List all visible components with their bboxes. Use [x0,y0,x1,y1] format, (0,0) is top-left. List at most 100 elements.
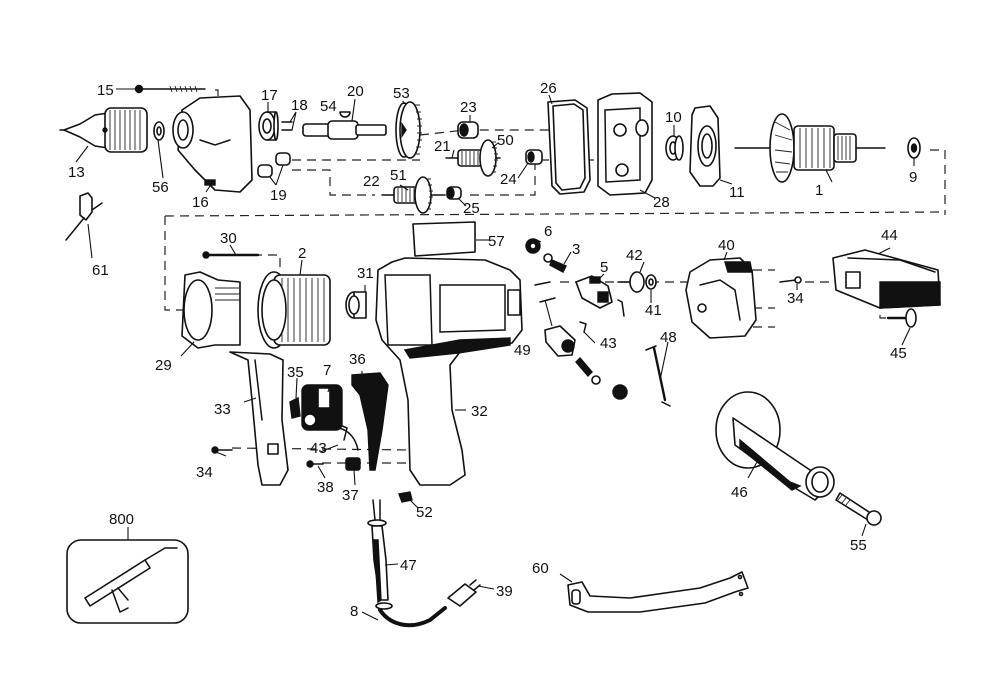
part-47-cord [367,499,432,628]
part-43-brush-spring [579,299,625,333]
callout-30: 30 [220,230,237,247]
part-61-chuck-key [65,192,103,241]
part-34-screw-right [779,276,802,284]
part-28-gear-housing [597,92,653,196]
part-11-baffle-plate [689,105,721,187]
callout-2: 2 [298,245,306,262]
part-54-woodruff-key [339,111,351,118]
callout-19: 19 [270,187,287,204]
part-51-gear [381,176,446,214]
callout-55: 55 [850,537,867,554]
callout-54: 54 [320,98,337,115]
callout-42: 42 [626,247,643,264]
callout-20: 20 [347,83,364,100]
callout-51: 51 [390,167,407,184]
part-5-brush-holder [575,275,613,309]
part-brush-holder-lower [544,325,628,400]
callout-3: 3 [572,241,580,258]
callout-22: 22 [363,173,380,190]
part-33-handle-half [229,351,289,486]
callout-34-left: 34 [196,464,213,481]
callout-800: 800 [109,511,134,528]
part-48-lead-wire [645,345,671,407]
part-35-bracket [289,396,301,419]
part-9-bearing [907,137,921,159]
part-40-end-cap [685,257,757,339]
callout-43-lower: 43 [310,440,327,457]
callout-32: 32 [471,403,488,420]
callout-45: 45 [890,345,907,362]
callout-18: 18 [291,97,308,114]
part-16-gear-case [172,95,253,193]
part-60-strap [567,571,749,613]
callout-52: 52 [416,504,433,521]
part-36-switch-actuator [337,372,389,471]
part-17-bearing [258,111,279,141]
part-13-chuck [59,107,148,153]
part-49-terminals [534,281,556,303]
part-52-strain-relief [398,491,413,503]
callout-41: 41 [645,302,662,319]
callout-26: 26 [540,80,557,97]
callout-40: 40 [718,237,735,254]
part-7-switch [301,384,343,431]
part-15-screw [134,84,206,94]
part-57-nameplate [412,221,476,257]
part-29-fan-baffle [181,271,241,349]
part-3-brush [543,253,567,273]
part-10-bearing [665,135,684,161]
callout-53: 53 [393,85,410,102]
part-26-gasket [547,99,591,195]
callout-28: 28 [653,194,670,211]
part-41-nut [645,274,657,290]
callout-39: 39 [496,583,513,600]
callout-38: 38 [317,479,334,496]
part-44-handle-bracket [832,249,941,309]
callout-29: 29 [155,357,172,374]
callout-35: 35 [287,364,304,381]
callout-5: 5 [600,259,608,276]
callout-46: 46 [731,484,748,501]
callout-7: 7 [323,362,331,379]
callout-48: 48 [660,329,677,346]
callout-44: 44 [881,227,898,244]
callout-9: 9 [909,169,917,186]
part-32-housing [375,257,523,486]
part-38-screw [306,460,324,468]
callout-13: 13 [68,164,85,181]
callout-1: 1 [815,182,823,199]
part-2-field [257,271,331,349]
callout-17: 17 [261,87,278,104]
callout-15: 15 [97,82,114,99]
callout-25: 25 [463,200,480,217]
part-55-bolt [835,492,882,526]
callout-37: 37 [342,487,359,504]
callout-23: 23 [460,99,477,116]
part-30-screw [202,251,260,259]
part-42-bearing-cap [617,271,645,293]
callout-11: 11 [729,184,745,201]
part-800-grease-gun-kit [66,539,189,624]
part-56-washer [153,121,165,141]
callout-8: 8 [350,603,358,620]
callout-10: 10 [665,109,682,126]
part-46-side-handle [715,391,835,501]
part-24-bearing [525,149,543,165]
part-6-brush-cap [525,238,541,254]
part-20-spindle [302,120,387,140]
part-23-bearing [457,121,479,139]
part-34-screw-left [211,446,233,454]
part-53-gear [395,101,422,159]
callout-57: 57 [488,233,505,250]
part-18-keys [281,121,293,131]
callout-16: 16 [192,194,209,211]
callout-47: 47 [400,557,417,574]
part-31-bushing [345,291,367,319]
callout-50: 50 [497,132,514,149]
callout-36: 36 [349,351,366,368]
part-19-needle-bearings [257,152,291,178]
callout-56: 56 [152,179,169,196]
part-37-terminal-block [345,457,361,471]
leader-lines [75,88,915,621]
